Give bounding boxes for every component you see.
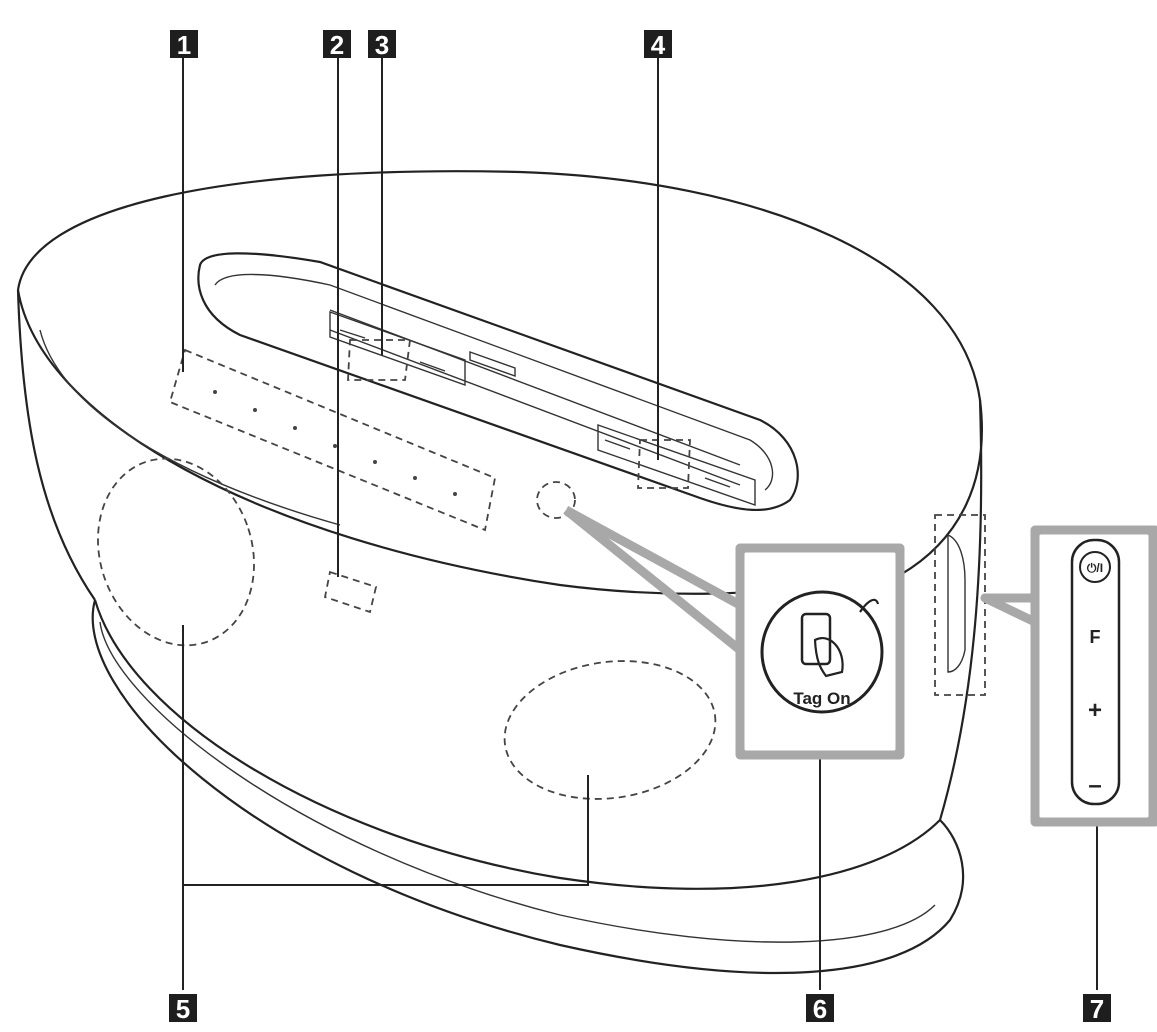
speaker-body [16, 170, 983, 890]
svg-text:2: 2 [330, 30, 344, 60]
tag-on-label: Tag On [793, 689, 850, 708]
side-panel-inset: ⏻/I F + – [980, 525, 1157, 827]
svg-text:3: 3 [375, 30, 389, 60]
dock-connector-3-hidden [347, 339, 412, 381]
callout-1: 1 [170, 30, 198, 60]
phone-tap-icon [800, 612, 844, 678]
speaker-base [91, 599, 965, 975]
callout-6: 6 [806, 994, 834, 1024]
dock-slot [197, 252, 799, 511]
nfc-tag-area [536, 481, 576, 519]
power-icon [1079, 551, 1111, 583]
speaker-left-hidden [97, 457, 255, 647]
svg-text:5: 5 [176, 994, 190, 1024]
side-controls-hidden [934, 514, 986, 696]
callout-4: 4 [644, 30, 672, 60]
dock-connector-4-hidden [637, 439, 691, 489]
callout-3: 3 [368, 30, 396, 60]
power-button-label: ⏻/I [1087, 561, 1103, 575]
svg-text:4: 4 [651, 30, 666, 60]
speaker-right-hidden [503, 660, 717, 800]
callout-7: 7 [1083, 994, 1111, 1024]
remote-sensor-hidden [323, 570, 378, 614]
svg-text:1: 1 [177, 30, 191, 60]
svg-text:6: 6 [813, 994, 827, 1024]
display-panel-hidden [168, 348, 497, 532]
volume-down-button-label: – [1088, 772, 1101, 799]
leader-lines [182, 55, 1098, 990]
callout-2: 2 [323, 30, 351, 60]
side-controls-shape [947, 533, 966, 673]
volume-up-button-label: + [1088, 697, 1102, 724]
callout-5: 5 [169, 994, 197, 1024]
button-strip [1070, 538, 1121, 806]
tag-on-inset: Tag On [563, 506, 905, 760]
svg-text:7: 7 [1090, 994, 1104, 1024]
function-button-label: F [1090, 627, 1101, 647]
